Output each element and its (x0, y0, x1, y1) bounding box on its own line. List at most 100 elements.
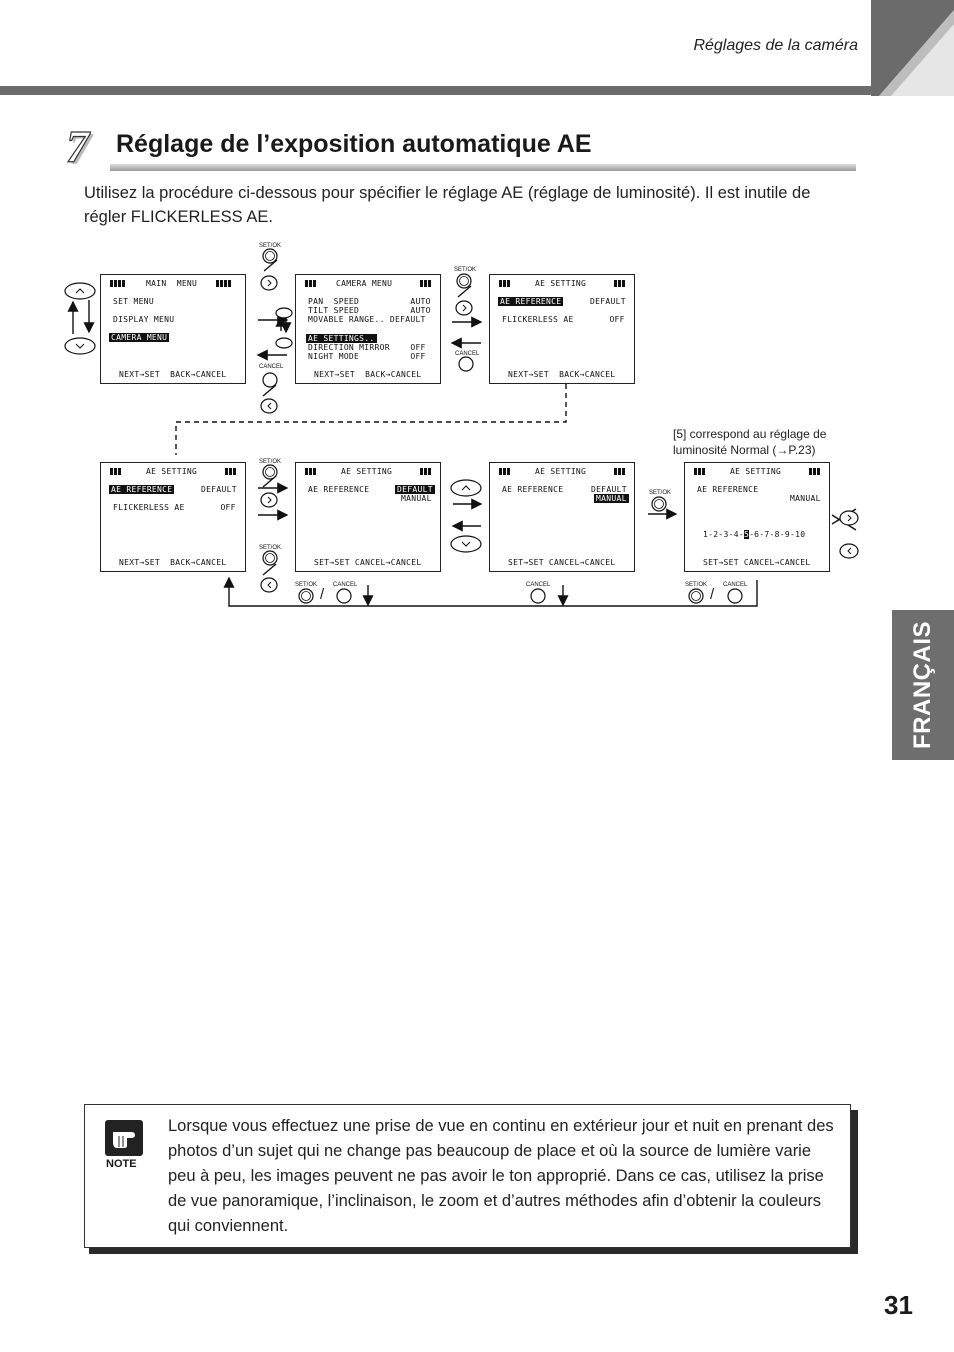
right-key-icon (455, 300, 473, 316)
set-ok-button-icon (262, 248, 278, 264)
menu-item-selected: CAMERA MENU (109, 333, 170, 342)
set-ok-label: SET/OK (685, 582, 708, 588)
cancel-label: CANCEL (723, 582, 748, 588)
osd-screen-main-menu: MAIN MENU SET MENU DISPLAY MENU CAMERA M… (100, 274, 246, 384)
set-ok-button-icon (456, 273, 472, 289)
screen-footer: NEXT→SET BACK→CANCEL (119, 370, 227, 379)
left-key-icon (839, 543, 859, 559)
cancel-button-icon (336, 588, 352, 604)
down-key-icon (64, 337, 96, 355)
intro-paragraph: Utilisez la procédure ci-dessous pour sp… (84, 184, 811, 226)
menu-item: AE REFERENCE (697, 485, 759, 494)
screen-footer: NEXT→SET BACK→CANCEL (314, 370, 422, 379)
note-hand-icon (105, 1120, 143, 1156)
left-key-icon (260, 577, 278, 593)
osd-screen-ae-setting: AE SETTING AE REFERENCE DEFAULT FLICKERL… (100, 462, 246, 572)
cancel-label: CANCEL (333, 582, 358, 588)
up-key-icon-small (275, 307, 293, 319)
menu-item-selected: AE REFERENCE (109, 485, 175, 494)
menu-item: FLICKERLESS AE OFF (502, 315, 625, 324)
osd-screen-ae-reference-scale: AE SETTING AE REFERENCE MANUAL 1-2-3-4-5… (684, 462, 830, 572)
cancel-button-icon (727, 588, 743, 604)
osd-screen-ae-setting: AE SETTING AE REFERENCE DEFAULT FLICKERL… (489, 274, 635, 384)
section-title-rule (110, 164, 856, 171)
menu-item-selected: AE SETTINGS.. (306, 334, 377, 343)
menu-item: TILT SPEED AUTO (308, 306, 431, 315)
screen-footer: SET→SET CANCEL→CANCEL (508, 558, 616, 567)
screen-footer: SET→SET CANCEL→CANCEL (314, 558, 422, 567)
screen-title: AE SETTING (730, 467, 782, 476)
down-key-icon (450, 535, 482, 553)
brightness-scale: 1-2-3-4-5-6-7-8-9-10 (703, 530, 806, 539)
page-number: 31 (884, 1290, 913, 1320)
cancel-label: CANCEL (526, 582, 551, 588)
set-ok-label: SET/OK (454, 267, 477, 273)
option-selected: MANUAL (594, 494, 629, 503)
section-title: Réglage de l’exposition automatique AE (116, 130, 592, 158)
set-ok-button-icon (298, 588, 314, 604)
set-ok-label: SET/OK (259, 243, 282, 249)
osd-screen-camera-menu: CAMERA MENU PAN SPEED AUTO TILT SPEED AU… (295, 274, 441, 384)
menu-item: PAN SPEED AUTO (308, 297, 431, 306)
section-number: 7 (65, 121, 89, 172)
screen-title: AE SETTING (535, 467, 587, 476)
option: MANUAL (790, 494, 821, 503)
screen-title: AE SETTING (535, 279, 587, 288)
cancel-button-icon (262, 372, 278, 388)
language-tab-label: FRANÇAIS (909, 621, 936, 749)
up-key-icon (64, 282, 96, 300)
set-ok-label: SET/OK (259, 459, 282, 465)
note-box (84, 1104, 851, 1248)
note-text: Lorsque vous effectuez une prise de vue … (168, 1117, 834, 1235)
right-key-icon (260, 492, 278, 508)
set-ok-button-icon (262, 550, 278, 566)
scale-selected-step: 5 (743, 530, 750, 539)
menu-item: AE REFERENCE (308, 485, 370, 494)
note-label: NOTE (106, 1158, 137, 1170)
screen-title: MAIN MENU (146, 279, 198, 288)
menu-item: AE REFERENCE (502, 485, 564, 494)
menu-item-selected: AE REFERENCE (498, 297, 564, 306)
cancel-button-icon (458, 356, 474, 372)
language-tab: FRANÇAIS (892, 610, 954, 760)
up-key-icon (450, 479, 482, 497)
diagram-annotation: [5] correspond au réglage de luminosité … (673, 427, 827, 457)
menu-value: DEFAULT (590, 297, 626, 306)
down-key-icon-small (275, 337, 293, 349)
running-head: Réglages de la caméra (693, 37, 858, 54)
osd-screen-ae-reference-default: AE SETTING AE REFERENCE DEFAULT MANUAL S… (295, 462, 441, 572)
set-ok-button-icon (651, 496, 667, 512)
or-slash: / (710, 586, 715, 603)
menu-item: DIRECTION MIRROR OFF (308, 343, 426, 352)
right-key-icon (839, 510, 859, 526)
cancel-button-icon (530, 588, 546, 604)
header-rule (0, 86, 872, 95)
menu-item: FLICKERLESS AE OFF (113, 503, 236, 512)
set-ok-label: SET/OK (649, 490, 672, 496)
menu-item: SET MENU (113, 297, 154, 306)
screen-footer: NEXT→SET BACK→CANCEL (119, 558, 227, 567)
screen-title: AE SETTING (146, 467, 198, 476)
menu-item: MOVABLE RANGE.. DEFAULT (308, 315, 426, 324)
set-ok-label: SET/OK (295, 582, 318, 588)
or-slash: / (320, 586, 325, 603)
screen-title: AE SETTING (341, 467, 393, 476)
flow-diagram (64, 248, 859, 607)
right-key-icon (260, 275, 278, 291)
screen-footer: SET→SET CANCEL→CANCEL (703, 558, 811, 567)
option-selected: DEFAULT (395, 485, 435, 494)
left-key-icon (260, 398, 278, 414)
option: MANUAL (401, 494, 432, 503)
page-corner-decoration (871, 0, 954, 96)
option: DEFAULT (591, 485, 627, 494)
set-ok-button-icon (262, 464, 278, 480)
screen-footer: NEXT→SET BACK→CANCEL (508, 370, 616, 379)
menu-item: NIGHT MODE OFF (308, 352, 426, 361)
cancel-label: CANCEL (455, 351, 480, 357)
screen-title: CAMERA MENU (336, 279, 393, 288)
osd-screen-ae-reference-manual: AE SETTING AE REFERENCE DEFAULT MANUAL S… (489, 462, 635, 572)
menu-item: DISPLAY MENU (113, 315, 175, 324)
cancel-label: CANCEL (259, 364, 284, 370)
set-ok-label: SET/OK (259, 545, 282, 551)
menu-value: DEFAULT (201, 485, 237, 494)
